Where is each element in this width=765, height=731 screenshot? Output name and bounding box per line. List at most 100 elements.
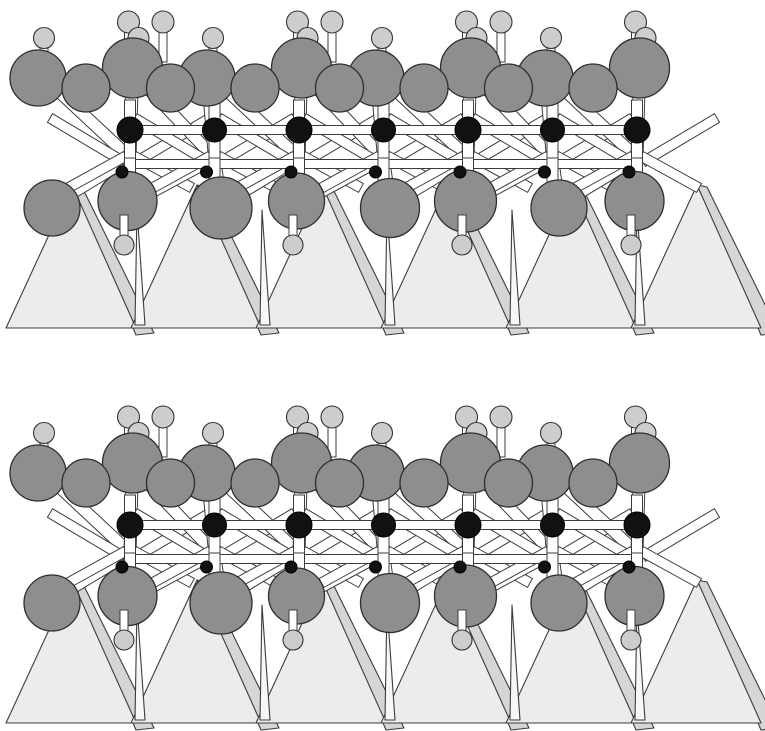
inverted-tetrahedron bbox=[384, 209, 396, 326]
bond bbox=[214, 159, 300, 169]
bond bbox=[129, 159, 215, 169]
metal-atom bbox=[285, 511, 313, 539]
hydrogen-atom bbox=[282, 629, 304, 651]
oxygen-atom bbox=[608, 37, 671, 99]
oxygen-atom bbox=[9, 444, 67, 502]
oxygen-atom bbox=[23, 574, 81, 632]
metal-atom bbox=[540, 117, 565, 143]
inverted-tetrahedron bbox=[509, 209, 521, 326]
hydrogen-atom bbox=[539, 26, 563, 50]
hydrogen-atom bbox=[370, 26, 394, 50]
hydrogen-atom bbox=[454, 405, 479, 429]
bond bbox=[467, 159, 553, 169]
hydrogen-atom bbox=[451, 234, 473, 256]
oxygen-atom-back bbox=[145, 63, 196, 113]
oxygen-atom bbox=[9, 49, 67, 107]
metal-atom bbox=[202, 117, 227, 143]
hydrogen-atom bbox=[151, 405, 175, 429]
oxygen-atom-back bbox=[483, 458, 534, 508]
oxygen-atom-back bbox=[399, 458, 449, 508]
bond bbox=[129, 554, 215, 564]
metal-atom-back bbox=[622, 165, 636, 179]
oxygen-atom-back bbox=[483, 63, 534, 113]
bond bbox=[383, 554, 469, 564]
bond bbox=[298, 554, 384, 564]
hydrogen-atom bbox=[113, 234, 135, 256]
inverted-tetrahedron bbox=[259, 604, 271, 721]
inverted-tetrahedron bbox=[259, 209, 271, 326]
hydrogen-atom bbox=[282, 234, 304, 256]
bond bbox=[552, 159, 638, 169]
lower-slab bbox=[5, 405, 765, 731]
upper-slab bbox=[5, 10, 765, 336]
oxygen-atom bbox=[189, 571, 253, 635]
hydrogen-atom bbox=[201, 421, 225, 445]
oxygen-atom-back bbox=[314, 63, 365, 113]
hydrogen-atom bbox=[454, 10, 479, 34]
hydrogen-atom bbox=[539, 421, 563, 445]
metal-atom bbox=[454, 511, 482, 539]
hydrogen-atom bbox=[151, 10, 175, 34]
tetrahedron bbox=[380, 579, 512, 724]
inverted-tetrahedron bbox=[384, 604, 396, 721]
bond bbox=[298, 159, 384, 169]
metal-atom bbox=[371, 512, 396, 538]
tetrahedron bbox=[380, 184, 512, 329]
tetrahedron bbox=[630, 184, 762, 329]
metal-atom-back bbox=[369, 165, 382, 179]
metal-atom bbox=[285, 116, 313, 144]
metal-atom bbox=[623, 511, 651, 539]
metal-atom bbox=[454, 116, 482, 144]
oxygen-atom-back bbox=[145, 458, 196, 508]
hydrogen-atom bbox=[116, 405, 141, 429]
tetrahedron bbox=[255, 579, 387, 724]
hydrogen-atom bbox=[620, 234, 642, 256]
metal-atom bbox=[623, 116, 651, 144]
metal-atom-back bbox=[538, 165, 551, 179]
oxygen-atom-back bbox=[230, 458, 280, 508]
bond bbox=[214, 554, 300, 564]
hydrogen-atom bbox=[623, 10, 648, 34]
oxygen-atom bbox=[23, 179, 81, 237]
metal-atom bbox=[116, 511, 144, 539]
oxygen-atom bbox=[530, 179, 588, 237]
oxygen-atom-back bbox=[314, 458, 365, 508]
oxygen-atom bbox=[530, 574, 588, 632]
metal-atom-back bbox=[284, 560, 298, 574]
metal-atom bbox=[116, 116, 144, 144]
hydrogen-atom bbox=[285, 405, 310, 429]
oxygen-atom-back bbox=[230, 63, 280, 113]
hydrogen-atom bbox=[489, 10, 513, 34]
hydrogen-atom bbox=[32, 421, 56, 445]
tetrahedron bbox=[130, 184, 262, 329]
metal-atom-back bbox=[538, 560, 551, 574]
tetrahedron bbox=[505, 579, 637, 724]
metal-atom bbox=[202, 512, 227, 538]
hydrogen-atom bbox=[451, 629, 473, 651]
metal-atom-back bbox=[453, 165, 467, 179]
metal-atom-back bbox=[200, 165, 213, 179]
oxygen-atom bbox=[189, 176, 253, 240]
oxygen-atom-back bbox=[399, 63, 449, 113]
hydrogen-atom bbox=[320, 10, 344, 34]
oxygen-atom bbox=[359, 177, 421, 239]
bond bbox=[383, 159, 469, 169]
hydrogen-atom bbox=[285, 10, 310, 34]
oxygen-atom bbox=[608, 432, 671, 494]
tetrahedron bbox=[5, 579, 137, 724]
hydrogen-atom bbox=[620, 629, 642, 651]
tetrahedron bbox=[505, 184, 637, 329]
tetrahedron bbox=[5, 184, 137, 329]
metal-atom bbox=[540, 512, 565, 538]
inverted-tetrahedron bbox=[134, 604, 146, 721]
metal-atom-back bbox=[115, 560, 129, 574]
oxygen-atom-back bbox=[61, 458, 111, 508]
tetrahedron bbox=[130, 579, 262, 724]
oxygen-atom bbox=[359, 572, 421, 634]
oxygen-atom-back bbox=[568, 63, 618, 113]
inverted-tetrahedron bbox=[509, 604, 521, 721]
hydrogen-atom bbox=[113, 629, 135, 651]
hydrogen-atom bbox=[370, 421, 394, 445]
hydrogen-atom bbox=[32, 26, 56, 50]
